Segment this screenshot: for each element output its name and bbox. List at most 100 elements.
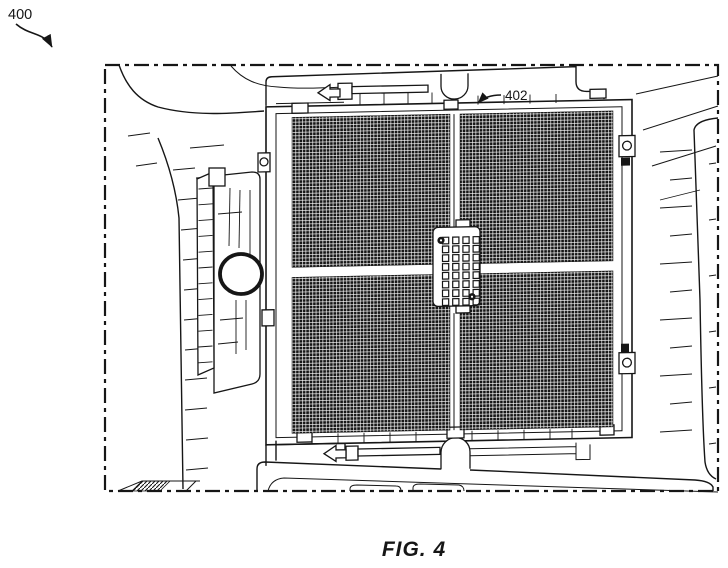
phantom-boundary: [103, 63, 720, 493]
band-outline: [265, 65, 605, 106]
bottom-snap-clip-base: [345, 445, 359, 461]
fastener-notch: [621, 157, 630, 166]
hatch-tick: [198, 345, 213, 348]
module-slot: [441, 298, 450, 307]
hatch-tick: [659, 317, 693, 321]
module-slot: [472, 253, 480, 262]
hatch-tick: [198, 219, 213, 222]
module-slot: [462, 244, 470, 253]
bottom-mount-band: [265, 424, 615, 470]
fastener-hole: [259, 157, 269, 167]
bottom-snap-clip-arrow: [322, 444, 347, 463]
bracket-cap: [208, 167, 226, 187]
hatch-tick: [659, 149, 693, 153]
module-slot: [441, 245, 450, 254]
housing-inner-edge: [267, 477, 719, 493]
hatch-tick: [177, 197, 201, 201]
band-inner-line: [276, 101, 344, 105]
hatch-tick: [708, 162, 717, 165]
panel-edge-right: [693, 117, 719, 480]
center-module: [432, 219, 481, 314]
bottom-slide-rail: [357, 446, 441, 457]
hatch-tick: [659, 261, 693, 265]
environment-panel-left: [118, 64, 345, 490]
hatch-tick: [708, 330, 717, 333]
module-slot: [452, 289, 460, 298]
hatch-tick: [198, 313, 213, 316]
frame-tab: [296, 431, 313, 443]
hatch-tick: [185, 437, 209, 441]
hatch-tick: [238, 189, 241, 249]
hatch-tick: [669, 177, 693, 181]
hatch-tick: [184, 407, 208, 411]
module-slot: [462, 262, 470, 271]
hatch-tick: [127, 132, 151, 137]
hatch-tick: [198, 282, 213, 285]
leader-arrow-402: [477, 92, 502, 104]
module-slot: [441, 289, 450, 298]
figure-caption: FIG. 4: [382, 538, 446, 561]
hatch-tick: [228, 187, 231, 247]
hatch-tick: [172, 167, 196, 171]
housing-top-edge: [469, 469, 714, 491]
module-slot: [462, 271, 470, 280]
hatch-tick: [708, 218, 717, 221]
environment-panel-right: [635, 75, 719, 480]
contour-curve-outer: [118, 64, 265, 115]
grille-quadrant-bottom-left: [291, 273, 451, 434]
module-slot: [462, 253, 470, 262]
band-outline: [265, 440, 346, 466]
top-snap-clip-arrow: [316, 83, 341, 102]
module-slot: [472, 235, 480, 244]
panel-hatch-ticks: [172, 167, 209, 471]
rib-lines: [198, 187, 213, 364]
fastener-hole: [621, 357, 633, 368]
module-slot: [472, 262, 480, 271]
contour-line: [659, 189, 701, 201]
contour-line: [642, 105, 719, 131]
bracket-rib-strip: [196, 171, 215, 376]
hatch-tick: [669, 401, 693, 405]
hatch-tick: [659, 429, 693, 433]
hatch-tick: [198, 203, 213, 206]
ref-label-400-group: 400: [8, 7, 53, 48]
hatch-tick: [669, 345, 693, 349]
module-slot: [472, 279, 480, 288]
hatch-tick: [198, 298, 213, 301]
hatch-tick: [185, 467, 209, 471]
hatch-tick: [198, 187, 213, 190]
panel-edge-left: [157, 137, 184, 490]
module-slot: [441, 262, 450, 271]
module-slot: [472, 271, 480, 280]
grille-assembly: [257, 65, 636, 470]
hatch-tick: [184, 377, 208, 381]
module-slot: [452, 271, 460, 280]
hatch-tick: [198, 329, 213, 332]
fastener-hole: [621, 140, 633, 151]
wedge-hatch: [131, 480, 171, 492]
module-slot: [452, 236, 460, 245]
module-slot: [441, 254, 450, 263]
panel-hatch-ticks: [659, 149, 717, 445]
module-slot: [452, 245, 460, 254]
contour-line: [651, 145, 717, 167]
screw-boss-dome: [440, 436, 471, 470]
module-slot: [452, 253, 460, 262]
housing-detail: [412, 483, 465, 492]
left-bracket: [196, 167, 267, 394]
module-slot: [462, 297, 470, 306]
top-u-notch: [440, 73, 469, 100]
module-slot: [452, 262, 460, 271]
fastener-boss: [261, 309, 275, 327]
frame-tab: [443, 99, 459, 110]
module-slot: [462, 236, 470, 245]
module-slot-grid: [441, 235, 480, 307]
hatch-tick: [198, 361, 213, 364]
grommet-ellipse: [218, 252, 264, 296]
contour-line: [635, 75, 719, 95]
ref-label-402-group: 402: [477, 88, 528, 104]
top-mount-band: [265, 65, 607, 115]
module-slot: [462, 288, 470, 297]
